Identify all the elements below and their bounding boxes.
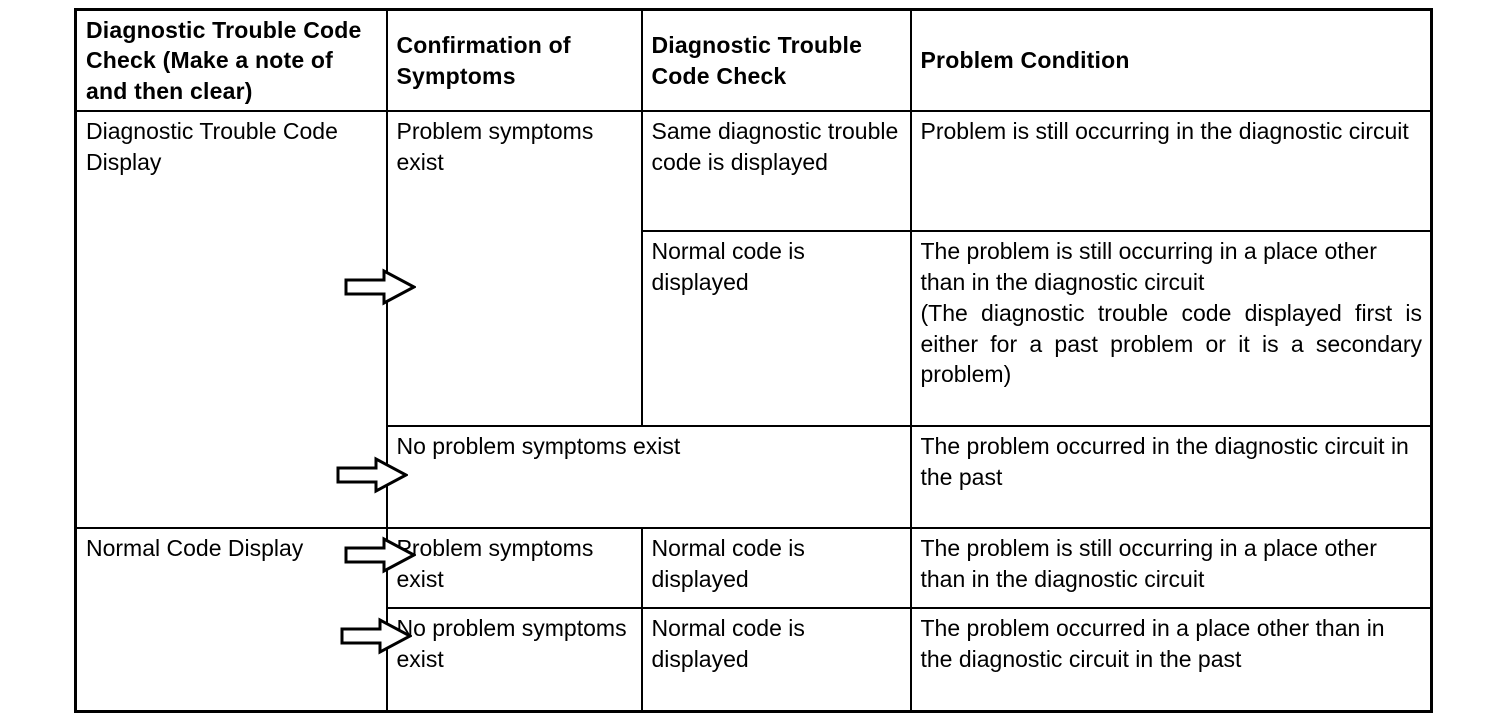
table-row: No problem symptoms exist Normal code is… (76, 607, 1433, 713)
cell-problem-condition-1: Problem is still occurring in the diagno… (909, 110, 1433, 233)
table-row: Normal code is displayed The problem is … (76, 230, 1433, 427)
cell-dtc-check-second-normal-code: Normal code is displayed (640, 230, 912, 427)
table-row: Diagnostic Trouble Code Display Problem … (74, 110, 1433, 530)
cell-dtc-check-second-normal-code-2: Normal code is displayed (640, 527, 912, 610)
column-header-dtc-check-second: Diagnostic Trouble Code Check (640, 8, 912, 113)
table-header: Diagnostic Trouble Code Check (Make a no… (74, 8, 1433, 113)
dtc-table: Diagnostic Trouble Code Check (Make a no… (74, 8, 1433, 713)
header-row: Diagnostic Trouble Code Check (Make a no… (74, 8, 1433, 113)
table-body: Diagnostic Trouble Code Display Problem … (74, 110, 1433, 713)
condition-line-primary: The problem is still occurring in a plac… (920, 238, 1377, 295)
cell-dtc-check-first-normal-code-display: Normal Code Display (74, 527, 388, 713)
table-row: Normal Code Display Problem symptoms exi… (74, 527, 1433, 713)
cell-symptoms-problem-exist: Problem symptoms exist (385, 110, 643, 427)
cell-problem-condition-4: The problem is still occurring in a plac… (909, 527, 1433, 610)
cell-problem-condition-5: The problem occurred in a place other th… (909, 607, 1433, 713)
column-header-problem-condition: Problem Condition (909, 8, 1433, 113)
cell-symptoms-no-problem-exist-1: No problem symptoms exist (385, 424, 912, 530)
cell-problem-condition-2: The problem is still occurring in a plac… (909, 230, 1433, 427)
cell-symptoms-no-problem-exist-2: No problem symptoms exist (385, 607, 643, 713)
table-row: No problem symptoms exist The problem oc… (76, 424, 1433, 530)
cell-dtc-check-second-same-code: Same diagnostic trouble code is displaye… (640, 110, 912, 233)
cell-problem-condition-3: The problem occurred in the diagnostic c… (909, 424, 1433, 530)
column-header-dtc-check-first: Diagnostic Trouble Code Check (Make a no… (74, 8, 388, 113)
column-header-confirmation-of-symptoms: Confirmation of Symptoms (385, 8, 643, 113)
condition-line-parenthetical: (The diagnostic trouble code displayed f… (920, 299, 1423, 388)
cell-dtc-check-first-dtc-display: Diagnostic Trouble Code Display (74, 110, 388, 530)
cell-symptoms-problem-exist-2: Problem symptoms exist (385, 527, 643, 610)
diagnostic-trouble-code-table: Diagnostic Trouble Code Check (Make a no… (74, 8, 1433, 713)
cell-dtc-check-second-normal-code-3: Normal code is displayed (640, 607, 912, 713)
